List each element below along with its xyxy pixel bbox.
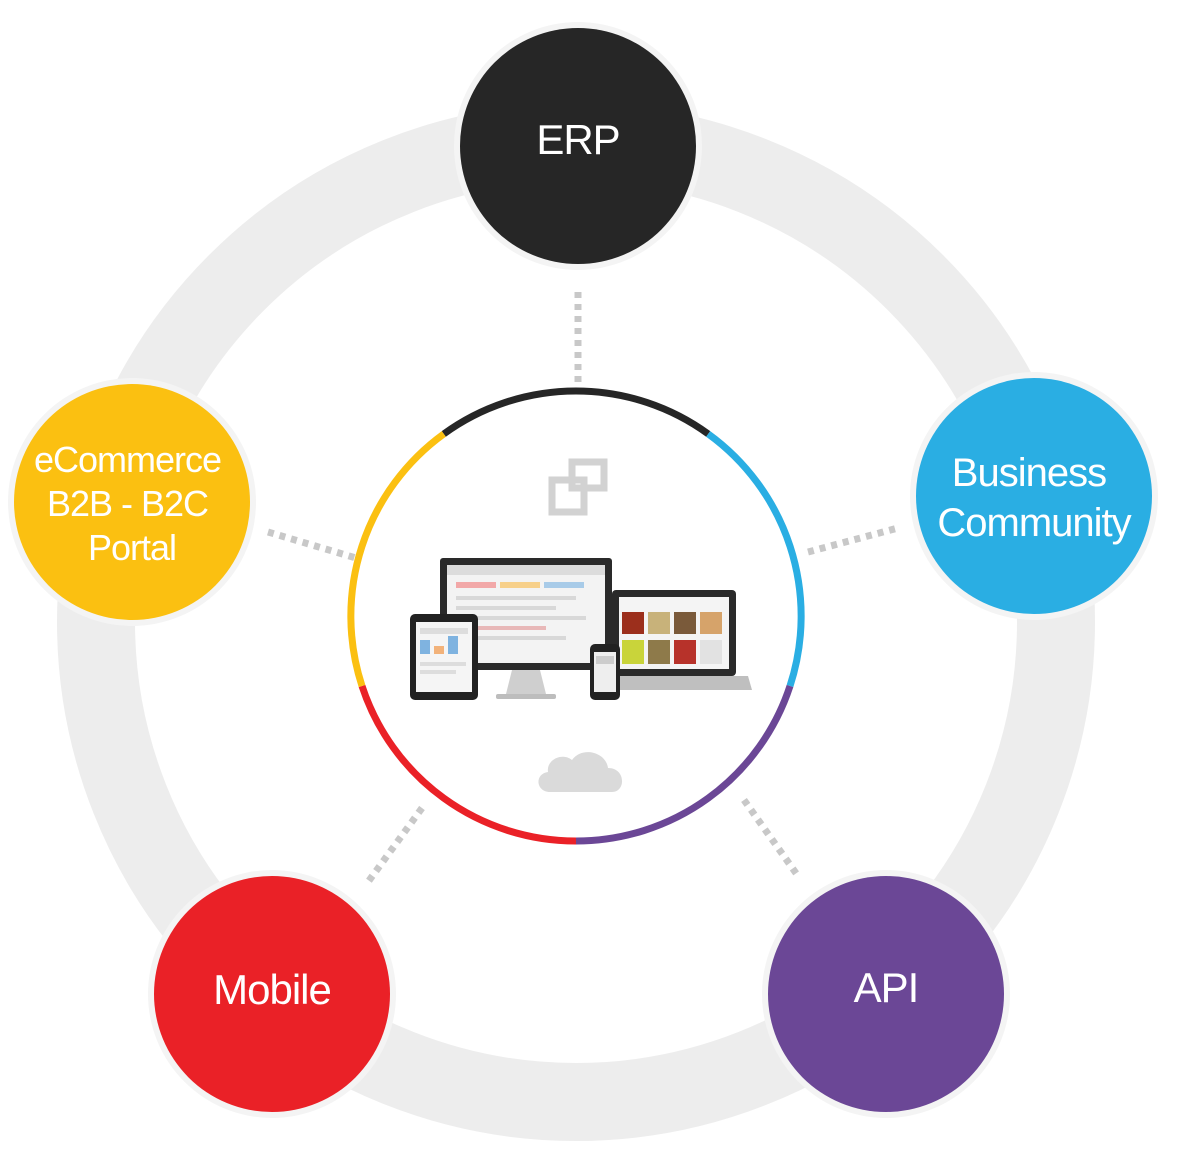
connectors <box>267 292 899 885</box>
multi-device-icon <box>410 558 752 700</box>
node-mobile: Mobile <box>148 870 396 1118</box>
node-api: API <box>762 870 1010 1118</box>
hub-arc-api <box>575 684 794 845</box>
connector-api <box>741 797 801 879</box>
node-mobile-label: Mobile <box>213 966 331 1013</box>
node-business-label: Business Community <box>937 451 1131 545</box>
node-business-community: Business Community <box>910 372 1158 620</box>
hub <box>347 387 805 845</box>
overlapping-windows-icon <box>548 458 608 516</box>
connector-business <box>807 524 899 556</box>
node-erp-label: ERP <box>536 116 619 163</box>
connector-mobile <box>365 805 425 885</box>
node-erp: ERP <box>454 22 702 270</box>
hub-arc-business <box>706 431 805 688</box>
hub-arc-erp <box>441 387 711 437</box>
connector-ecommerce <box>267 528 357 562</box>
cloud-icon <box>538 752 623 792</box>
node-api-label: API <box>854 964 919 1011</box>
node-ecommerce: eCommerce B2B - B2C Portal <box>8 378 256 626</box>
node-ecommerce-label: eCommerce B2B - B2C Portal <box>34 439 230 568</box>
hub-arc-ecommerce <box>347 431 446 688</box>
hub-arc-mobile <box>358 684 577 845</box>
